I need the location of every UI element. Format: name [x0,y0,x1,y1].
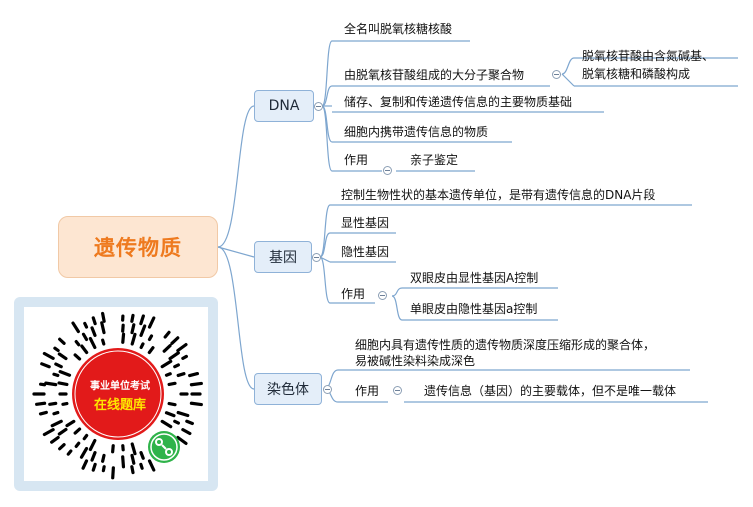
collapse-chromosome-icon[interactable] [323,385,332,394]
dna-item-polymer[interactable]: 由脱氧核苷酸组成的大分子聚合物 [344,68,525,82]
collapse-dna-use-icon[interactable] [383,166,392,175]
chromosome-desc-1[interactable]: 细胞内具有遗传性质的遗传物质深度压缩形成的聚合体， [355,338,656,352]
collapse-chromosome-use-icon[interactable] [393,386,402,395]
node-dna[interactable]: DNA [254,90,314,122]
chromosome-use[interactable]: 作用 [355,384,380,398]
gene-sub-single-eyelid[interactable]: 单眼皮由隐性基因a控制 [410,302,538,316]
dna-item-carrier[interactable]: 细胞内携带遗传信息的物质 [344,125,489,139]
dna-item-storage[interactable]: 储存、复制和传递遗传信息的主要物质基础 [344,95,573,109]
collapse-polymer-icon[interactable] [552,70,561,79]
dna-sub-use[interactable]: 亲子鉴定 [410,153,459,167]
dna-sub-composition-2[interactable]: 脱氧核糖和磷酸构成 [582,67,691,81]
gene-item-dominant[interactable]: 显性基因 [341,216,390,230]
dna-item-use[interactable]: 作用 [344,153,369,167]
gene-sub-double-eyelid[interactable]: 双眼皮由显性基因A控制 [410,271,539,285]
dna-item-fullname[interactable]: 全名叫脱氧核糖核酸 [344,22,453,36]
qr-text-line1: 事业单位考试 [90,381,150,392]
qr-text-line2: 在线题库 [93,398,146,413]
gene-item-use[interactable]: 作用 [341,287,366,301]
node-gene[interactable]: 基因 [254,241,312,273]
dna-sub-composition-1[interactable]: 脱氧核苷酸由含氮碱基、 [582,49,715,63]
gene-item-definition[interactable]: 控制生物性状的基本遗传单位，是带有遗传信息的DNA片段 [341,188,656,202]
gene-item-recessive[interactable]: 隐性基因 [341,245,390,259]
node-chromosome[interactable]: 染色体 [254,373,322,405]
collapse-dna-icon[interactable] [314,102,323,111]
qr-code-icon[interactable] [24,307,208,481]
chromosome-sub-use[interactable]: 遗传信息（基因）的主要载体，但不是唯一载体 [424,384,677,398]
collapse-gene-use-icon[interactable] [378,291,387,300]
root-topic[interactable]: 遗传物质 [58,216,218,278]
collapse-gene-icon[interactable] [312,253,321,262]
chromosome-desc-2[interactable]: 易被碱性染料染成深色 [355,354,476,368]
